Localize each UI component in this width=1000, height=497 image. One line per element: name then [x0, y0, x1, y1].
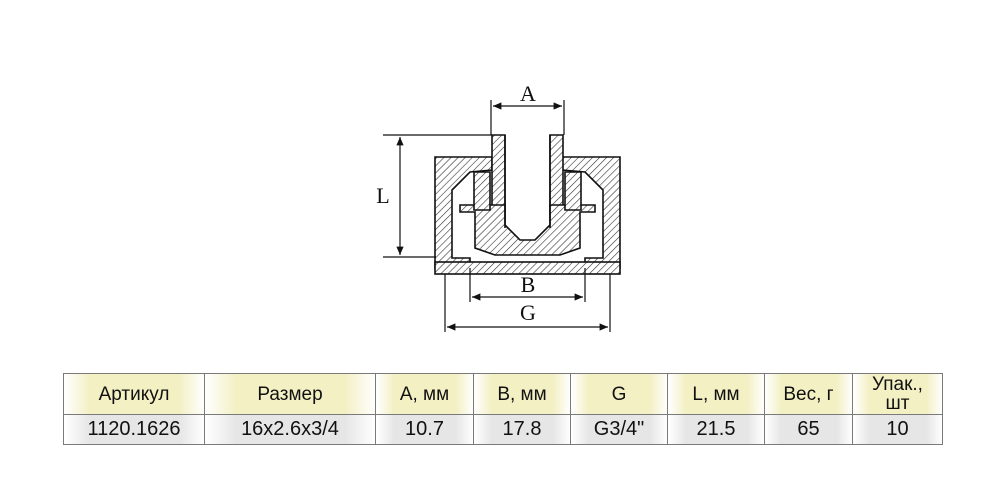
nut-body	[434, 156, 621, 275]
dimension-g	[444, 274, 611, 332]
cell-article: 1120.1626	[63, 414, 205, 445]
cell-l-mm: 21.5	[667, 414, 765, 445]
header-b-mm: B, мм	[473, 373, 571, 415]
cell-size: 16x2.6x3/4	[204, 414, 376, 445]
dimension-b	[469, 268, 586, 302]
dimension-l-label: L	[376, 183, 389, 208]
cell-weight: 65	[764, 414, 853, 445]
table-row: 1120.1626 16x2.6x3/4 10.7 17.8 G3/4" 21.…	[63, 414, 943, 445]
nut-bottom-ring	[434, 261, 621, 275]
table-header-row: Артикул Размер A, мм B, мм G L, мм Вес, …	[63, 373, 943, 415]
split-ring-right	[564, 171, 582, 211]
cell-g: G3/4"	[570, 414, 668, 445]
header-a-mm: A, мм	[375, 373, 474, 415]
cell-a-mm: 10.7	[375, 414, 474, 445]
header-g: G	[570, 373, 668, 415]
header-l-mm: L, мм	[667, 373, 765, 415]
cell-b-mm: 17.8	[473, 414, 571, 445]
dimension-g-label: G	[520, 300, 536, 325]
header-size: Размер	[204, 373, 376, 415]
dimension-l	[383, 134, 492, 258]
specification-table: Артикул Размер A, мм B, мм G L, мм Вес, …	[63, 373, 943, 445]
dimension-a-label: A	[520, 81, 536, 106]
header-weight: Вес, г	[764, 373, 853, 415]
cell-package: 10	[852, 414, 943, 445]
split-ring-left	[473, 171, 491, 211]
fitting-body	[459, 134, 596, 256]
body-flange	[459, 204, 596, 256]
nut-right-half	[561, 156, 621, 269]
header-article: Артикул	[63, 373, 205, 415]
header-package: Упак.,шт	[852, 373, 943, 415]
fitting-cross-section-drawing: A L B G	[376, 81, 621, 332]
dimension-b-label: B	[521, 272, 536, 297]
dimension-a	[490, 100, 565, 135]
